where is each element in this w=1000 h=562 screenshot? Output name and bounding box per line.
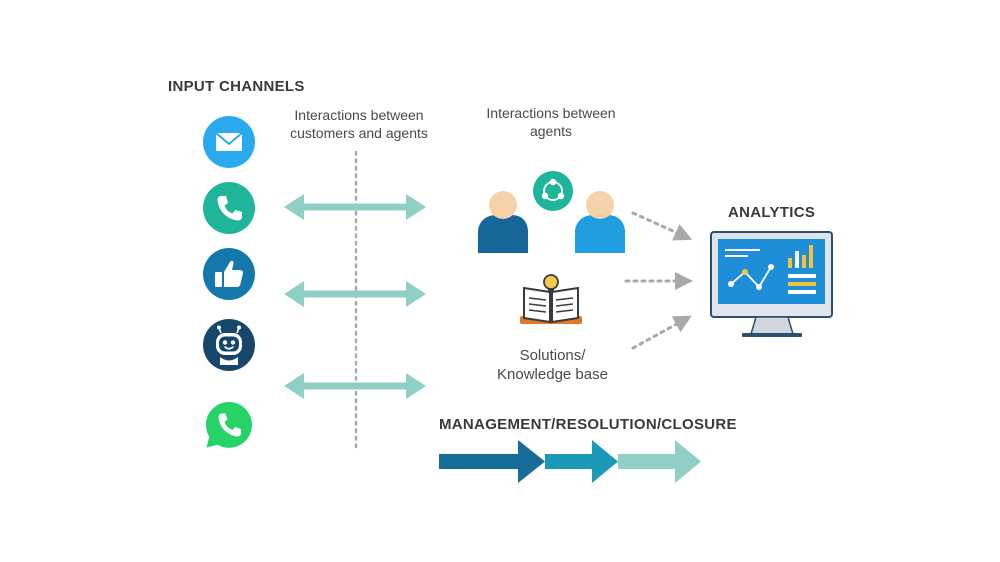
knowledge-caption: Solutions/ Knowledge base — [480, 346, 625, 384]
flow-arrow-management — [439, 440, 545, 483]
dotted-arrow — [631, 315, 692, 350]
flow-arrow-resolution — [545, 440, 618, 483]
caption-line: agents — [529, 123, 573, 139]
caption-line: customers and agents — [290, 125, 428, 141]
double-arrow — [284, 281, 426, 307]
phone-icon — [203, 182, 255, 234]
agent-agent-caption: Interactions between agents — [472, 104, 630, 140]
agent-person-icon — [478, 191, 528, 253]
chatbot-icon — [203, 319, 255, 371]
caption-line: Interactions between — [486, 105, 616, 121]
caption-line: Knowledge base — [497, 366, 608, 383]
flow-arrow-closure — [618, 440, 701, 483]
thumbs-up-icon — [203, 248, 255, 300]
email-icon — [203, 116, 255, 168]
double-arrow — [284, 373, 426, 399]
whatsapp-icon — [206, 402, 252, 448]
flow-heading: MANAGEMENT/RESOLUTION/CLOSURE — [439, 416, 737, 433]
double-arrow — [284, 194, 426, 220]
analytics-monitor-icon — [710, 231, 833, 337]
dotted-arrow — [631, 211, 693, 241]
input-channels-heading: INPUT CHANNELS — [168, 78, 305, 95]
caption-line: Interactions between — [294, 107, 424, 123]
customer-agent-caption: Interactions between customers and agent… — [276, 106, 442, 142]
caption-line: Solutions/ — [519, 347, 586, 364]
knowledge-book-icon — [520, 274, 582, 324]
agent-person-icon — [575, 191, 625, 253]
collaboration-icon — [533, 171, 573, 211]
analytics-heading: ANALYTICS — [728, 204, 816, 221]
